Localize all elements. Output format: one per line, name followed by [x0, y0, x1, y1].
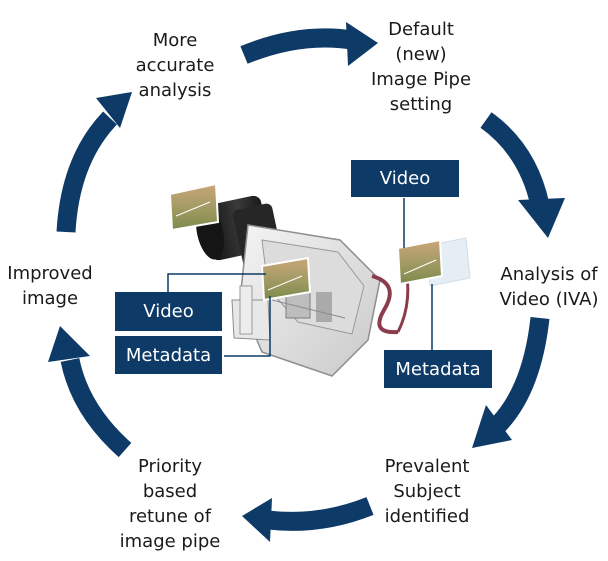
cycle-arrow-bottom-right	[472, 316, 550, 448]
label-line: Subject	[393, 481, 461, 502]
cycle-arrow-top-right	[480, 112, 565, 238]
label-line: Default	[388, 19, 454, 40]
tag-metadata-right: Metadata	[384, 350, 492, 389]
label-line: based	[142, 481, 198, 502]
cycle-arrow-bottom-left	[48, 326, 132, 458]
photo-thumb-center	[260, 256, 312, 302]
tag-video-left: Video	[115, 292, 222, 332]
cycle-arrow-bottom	[242, 497, 374, 542]
label-line: Video (IVA)	[499, 289, 599, 310]
label-line: setting	[389, 94, 453, 115]
label-analysis-of-video: Analysis of Video (IVA)	[490, 262, 608, 312]
label-line: Improved	[7, 263, 93, 284]
label-line: (new)	[395, 44, 447, 65]
label-line: More	[152, 30, 198, 51]
label-prevalent-subject-identified: Prevalent Subject identified	[372, 454, 482, 529]
label-line: image pipe	[119, 531, 221, 552]
camera-illustration	[168, 182, 471, 377]
tag-video-right: Video	[351, 160, 459, 198]
label-priority-based-retune: Priority based retune of image pipe	[110, 454, 230, 554]
label-line: analysis	[138, 80, 212, 101]
label-line: Image Pipe	[370, 69, 472, 90]
photo-thumb-right	[396, 237, 471, 287]
label-default-image-pipe-setting: Default (new) Image Pipe setting	[356, 17, 486, 117]
label-line: image	[21, 288, 79, 309]
label-line: Priority	[137, 456, 203, 477]
label-line: identified	[384, 506, 470, 527]
photo-thumb-top-left	[168, 182, 220, 232]
label-line: Analysis of	[500, 264, 598, 285]
tag-metadata-left: Metadata	[115, 336, 222, 375]
label-line: retune of	[128, 506, 212, 527]
label-line: accurate	[135, 55, 215, 76]
cycle-arrow-top	[240, 22, 378, 66]
cycle-arrow-top-left	[56, 92, 132, 233]
label-improved-image: Improved image	[0, 261, 100, 311]
label-line: Prevalent	[384, 456, 470, 477]
label-more-accurate-analysis: More accurate analysis	[120, 28, 230, 103]
tag-connectors	[167, 198, 433, 357]
